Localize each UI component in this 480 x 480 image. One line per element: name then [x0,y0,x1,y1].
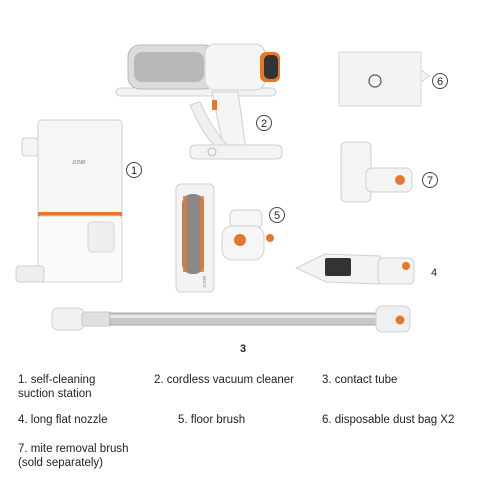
legend-item-5: 5. floor brush [178,414,246,426]
callout-3-label: 3 [240,343,246,355]
long-flat-nozzle [294,253,415,285]
callout-5: 5 [269,207,285,223]
callout-2-label: 2 [261,118,267,130]
dust-bag [338,51,431,107]
floor-brush: JONR [175,183,274,293]
callout-5-label: 5 [274,210,280,222]
callout-6-label: 6 [437,76,443,88]
legend-item-4: 4. long flat nozzle [18,414,108,426]
contact-tube [51,305,411,333]
callout-1: 1 [126,162,142,178]
callout-2: 2 [256,115,272,131]
legend-item-3: 3. contact tube [322,374,398,386]
callout-4-label: 4 [431,267,437,279]
component-illustration: JONR JONR [15,43,448,355]
callout-1-label: 1 [131,165,137,177]
callout-7-label: 7 [427,175,433,187]
cordless-vacuum [115,43,283,160]
station-brand: JONR [72,160,86,166]
callout-7: 7 [422,172,438,188]
legend-item-1: 1. self-cleaning suction station [18,374,96,400]
suction-station: JONR [15,119,123,283]
mite-removal-brush [340,141,413,203]
legend-item-6: 6. disposable dust bag X2 [322,414,455,426]
brush-brand: JONR [202,275,207,288]
callout-6: 6 [432,73,448,89]
legend-item-7: 7. mite removal brush (sold separately) [18,443,129,469]
legend-item-2: 2. cordless vacuum cleaner [154,374,294,386]
